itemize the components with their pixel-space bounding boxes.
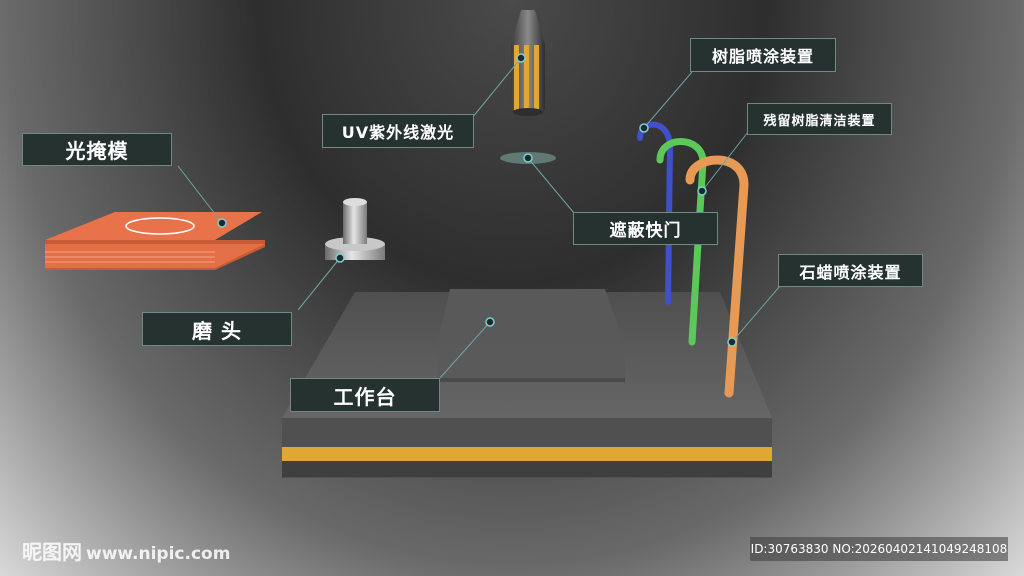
uv-laser-head (511, 10, 545, 116)
grinding-head (325, 198, 385, 260)
label-worktable: 工作台 (290, 378, 440, 412)
label-photomask: 光掩模 (22, 133, 172, 166)
wax-pipe (685, 155, 749, 398)
photomask-stack (45, 212, 265, 270)
callout-dots (217, 53, 737, 347)
label-wax-sprayer: 石蜡喷涂装置 (778, 254, 923, 287)
leader-lines (177, 57, 781, 379)
watermark-url: www.nipic.com (86, 544, 231, 564)
label-resin-sprayer: 树脂喷涂装置 (690, 38, 836, 72)
raised-block (437, 289, 625, 382)
label-uv-laser: UV紫外线激光 (322, 114, 474, 148)
yellow-stripe (282, 447, 772, 461)
label-residual-resin-cleaner: 残留树脂清洁装置 (747, 103, 892, 135)
pipes (637, 121, 749, 398)
watermark-id: ID:30763830 NO:20260402141049248108 (750, 537, 1008, 561)
label-grinding-head: 磨 头 (142, 312, 292, 346)
label-shutter: 遮蔽快门 (573, 212, 718, 245)
watermark-site-name: 昵图网 (22, 540, 82, 564)
